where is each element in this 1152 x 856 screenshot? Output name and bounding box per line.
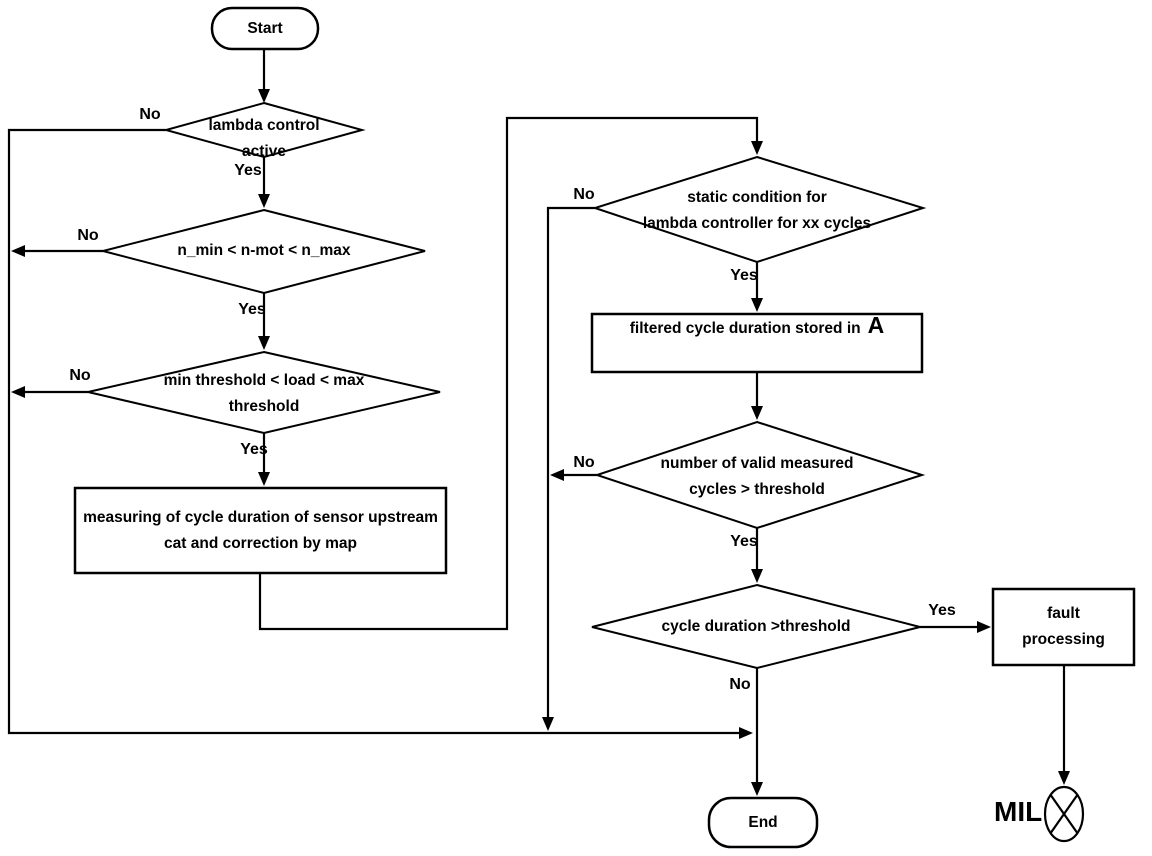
label-yes-speed: Yes	[238, 301, 266, 318]
end-node-shape	[707, 796, 819, 849]
decision-static-label: static condition for lambda controller f…	[642, 189, 872, 232]
decision-lambda-active-label: lambda control active	[208, 117, 320, 160]
decision-static-shape	[591, 155, 927, 264]
decision-lambda-active-shape	[162, 101, 366, 159]
decision-load-label: min threshold < load < max threshold	[163, 372, 365, 415]
edge-static-no	[542, 206, 595, 731]
decision-valid-cycles-shape	[593, 420, 926, 530]
label-yes-cycle-duration: Yes	[928, 602, 956, 619]
process-filtered-label: filtered cycle duration stored in A	[629, 312, 885, 338]
decision-load-shape	[87, 350, 441, 435]
label-no-static: No	[573, 186, 595, 203]
decision-valid-cycles-label: number of valid measured cycles > thresh…	[660, 455, 854, 498]
decision-cycle-duration-label: cycle duration >threshold	[661, 618, 851, 635]
label-no-speed: No	[77, 227, 99, 244]
process-measuring-label: measuring of cycle duration of sensor up…	[83, 508, 438, 552]
process-fault-label: fault processing	[1022, 605, 1105, 648]
process-filtered-shape	[590, 312, 924, 374]
label-no-valid-cycles: No	[573, 454, 595, 471]
label-yes-load: Yes	[240, 441, 268, 458]
decision-speed-label: n_min < n-mot < n_max	[177, 242, 351, 259]
end-node-label: End	[748, 813, 778, 831]
mil-label: MIL	[994, 796, 1043, 827]
label-yes-valid-cycles: Yes	[730, 533, 758, 550]
edge-no-return-bottom	[7, 128, 753, 739]
label-no-load: No	[69, 367, 91, 384]
label-no-cycle-duration: No	[729, 676, 751, 693]
variable-a-emphasis: A	[867, 312, 885, 338]
label-yes-lambda-active: Yes	[234, 162, 262, 179]
decision-speed-shape	[102, 208, 426, 295]
label-yes-static: Yes	[730, 267, 758, 284]
decision-cycle-duration-shape	[591, 583, 921, 670]
start-node-label: Start	[247, 19, 283, 37]
process-measuring-shape	[73, 486, 448, 575]
mil-lamp-icon	[1043, 785, 1085, 843]
process-fault-shape	[991, 587, 1136, 667]
start-node-shape	[210, 6, 320, 51]
label-no-lambda-active: No	[139, 106, 161, 123]
edge-measuring-to-static	[258, 116, 763, 631]
